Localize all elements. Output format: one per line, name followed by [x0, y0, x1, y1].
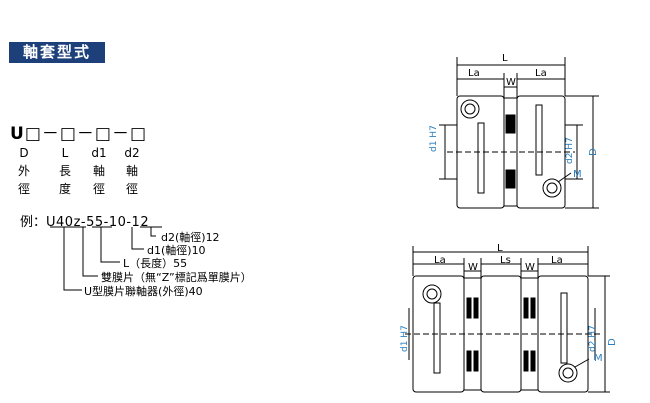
bottom-dim-l: L	[497, 243, 503, 254]
bottom-dim-la-left: La	[434, 255, 446, 266]
bottom-dim-d2: d2 H7	[588, 325, 598, 352]
field-desc-l-1: 長	[58, 164, 71, 178]
bottom-dim-w-left: W	[468, 262, 478, 273]
top-dim-d2: d2 H7	[565, 137, 575, 164]
bottom-dim-d1: d1 H7	[400, 325, 410, 352]
example-note-double: 雙膜片（無“Z”標記爲單膜片）	[101, 271, 252, 284]
field-desc-d-1: 外	[17, 164, 30, 178]
field-symbol-d2: d2	[124, 146, 140, 160]
field-desc-d1-1: 軸	[92, 164, 105, 178]
top-dim-l: L	[502, 53, 508, 64]
top-dim-outer: D	[588, 148, 599, 156]
bottom-dim-la-right: La	[551, 255, 563, 266]
bottom-dim-w-right: W	[525, 262, 535, 273]
coupling-diagram-double	[405, 246, 610, 393]
example-note-d1: d1(軸徑)10	[147, 244, 206, 257]
top-dim-d1: d1 H7	[429, 125, 439, 152]
coupling-diagram-single	[439, 57, 599, 209]
example-row: 例：U40z-55-10-12	[20, 211, 149, 230]
field-symbol-d1: d1	[91, 146, 107, 160]
field-desc-d1-2: 徑	[92, 182, 105, 196]
section-title: 軸套型式	[9, 42, 105, 63]
field-desc-d-2: 徑	[17, 182, 30, 196]
example-leaders	[50, 226, 162, 291]
model-template: □－□－□－□	[24, 124, 148, 144]
bottom-dim-outer: D	[607, 338, 618, 346]
field-desc-l-2: 度	[58, 182, 71, 196]
bottom-dim-ls: Ls	[500, 255, 511, 266]
top-dim-w: W	[506, 77, 516, 88]
example-note-l: L（長度）55	[123, 257, 188, 270]
model-prefix: U	[10, 124, 25, 144]
field-symbol-l: L	[61, 146, 69, 160]
example-label: 例：	[20, 215, 47, 230]
top-dim-m: M	[573, 169, 582, 180]
field-desc-d2-2: 徑	[125, 182, 138, 196]
example-note-u: U型膜片聯軸器(外徑)40	[84, 285, 203, 298]
field-desc-d2-1: 軸	[125, 164, 138, 178]
top-dim-la-right: La	[535, 68, 547, 79]
bottom-dim-m: M	[594, 353, 603, 364]
example-note-d2: d2(軸徑)12	[161, 231, 220, 244]
top-dim-la-left: La	[468, 68, 480, 79]
model-code: U□－□－□－□	[10, 119, 147, 144]
example-code: U40z-55-10-12	[46, 215, 150, 230]
field-symbol-d: D	[19, 146, 29, 160]
